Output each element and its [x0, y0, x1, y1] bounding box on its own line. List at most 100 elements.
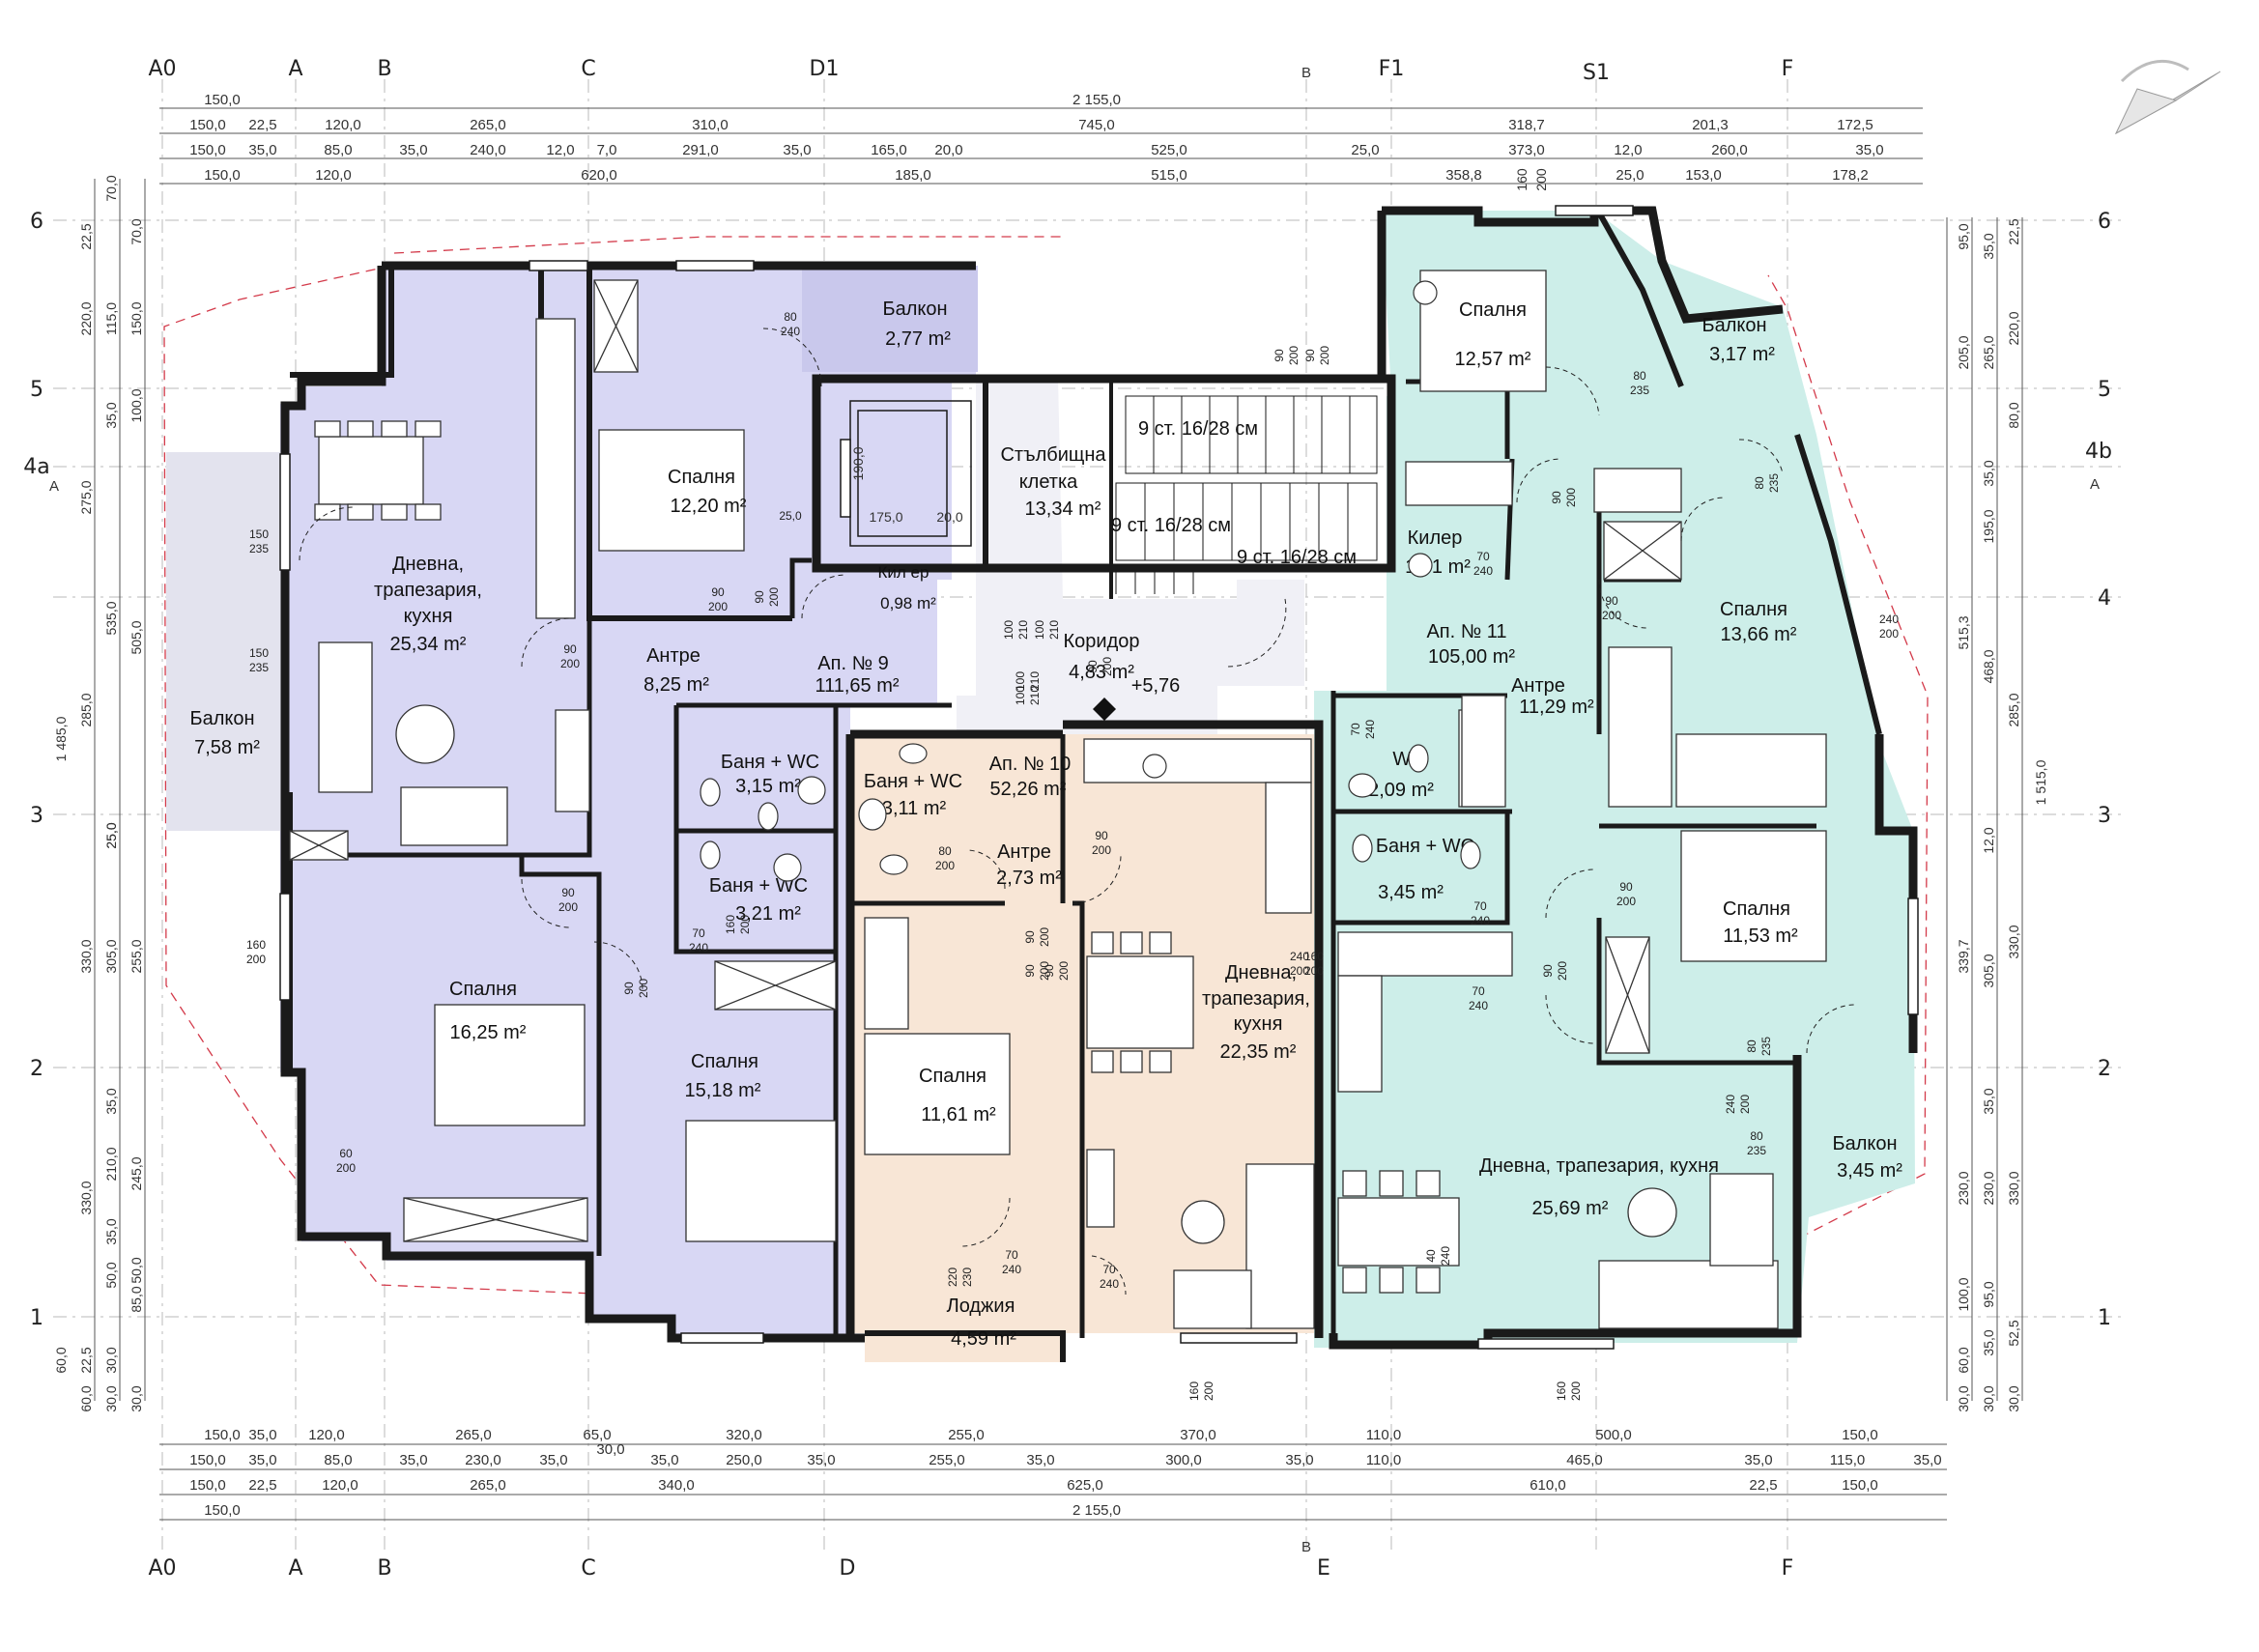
dimension-text: 70,0: [129, 218, 144, 244]
sanitary-fixtures: [700, 280, 1481, 882]
room-name: Спалня: [668, 467, 735, 488]
door-width: 150: [249, 527, 269, 541]
apartment-area: 111,65 m²: [815, 675, 899, 697]
door-width: 100: [1002, 620, 1015, 640]
axis-label: B: [377, 1556, 391, 1581]
axis-label: 4a: [23, 455, 49, 479]
apartment-area: 105,00 m²: [1428, 646, 1515, 668]
dimension-text: 330,0: [78, 1181, 94, 1214]
dimension-text: 85,0: [324, 1452, 352, 1468]
dimension-text: 150,0: [204, 1427, 241, 1443]
toilet-icon: [1352, 834, 1373, 863]
door-height: 235: [1630, 384, 1649, 397]
door-width: 220: [946, 1267, 959, 1287]
dimension-text: 12,0: [1614, 142, 1642, 158]
dimension-text: 52,5: [2006, 1320, 2021, 1346]
door-width: 70: [1472, 984, 1485, 998]
door-height: 200: [1738, 1095, 1752, 1114]
tv-unit-10: [1086, 1149, 1115, 1228]
door-height: 200: [560, 657, 580, 670]
door-height: 210: [1016, 620, 1030, 640]
top-dimensions: 150,0 2 155,0 150,0 22,5 120,0 265,0 310…: [189, 92, 1883, 191]
dimension-text: 30,0: [103, 1347, 119, 1373]
dimension-text: 330,0: [78, 939, 94, 973]
room-area: 2,73 m²: [996, 868, 1062, 889]
dimension-text: 265,0: [455, 1427, 492, 1443]
door-width: 160: [1304, 950, 1324, 963]
dimension-text: 230,0: [465, 1452, 501, 1468]
room-area: 7,58 m²: [194, 737, 260, 758]
dimension-text: 358,8: [1445, 167, 1482, 184]
door-width: 70: [1102, 1263, 1116, 1276]
furniture-apartment-10: [864, 738, 1315, 1329]
axis-label: 4b: [2085, 440, 2112, 464]
door-width: 90: [1541, 964, 1555, 978]
dimension-text: 65,0: [583, 1427, 611, 1443]
dining-table-10: [1086, 955, 1194, 1049]
dimension-text: 255,0: [129, 939, 144, 973]
dimension-text: 35,0: [1981, 1329, 1996, 1355]
dimension-text: 245,0: [129, 1156, 144, 1190]
lift-dimension: 175,0: [869, 509, 902, 525]
axis-label: A: [2090, 476, 2100, 493]
room-name: Килер: [1408, 527, 1463, 549]
room-area: 11,29 m²: [1519, 697, 1594, 718]
dimension-text: 35,0: [399, 1452, 427, 1468]
axis-label: 6: [2098, 210, 2111, 234]
axis-label: E: [1317, 1556, 1330, 1581]
dimension-text: 22,5: [78, 223, 94, 249]
axis-labels-top: A0 A B C D1 B F1 S1 F: [148, 57, 1793, 85]
dimension-text: 285,0: [78, 693, 94, 726]
bed-12: [598, 429, 745, 552]
door-width: 90: [563, 642, 577, 656]
room-labels-apartment-11: Спалня 12,57 m² Балкон 3,17 m² Килер 1,5…: [1368, 299, 1902, 1219]
room-area: 3,15 m²: [735, 776, 801, 797]
door-width: 160: [1187, 1381, 1201, 1401]
axis-label: 1: [30, 1306, 43, 1330]
room-name: кухня: [1234, 1013, 1283, 1035]
door-height: 200: [1290, 964, 1309, 978]
door-width: 80: [1745, 1040, 1759, 1053]
dimension-text: 505,0: [129, 620, 144, 654]
dimension-text: 35,0: [399, 142, 427, 158]
dimension-text: 22,5: [2006, 218, 2021, 244]
dimension-lines: [94, 107, 2023, 1521]
apartment-number: Ап. № 9: [817, 653, 888, 674]
dimension-text: 35,0: [1981, 1088, 1996, 1114]
dimension-text: 22,5: [1749, 1477, 1777, 1494]
dimension-text: 35,0: [650, 1452, 678, 1468]
sofa-11: [1598, 1260, 1779, 1329]
door-height: 200: [1287, 346, 1301, 365]
washing-machine-icon: [1142, 754, 1167, 779]
dimension-text: 35,0: [248, 1427, 276, 1443]
door-width: 90: [561, 886, 575, 899]
corridor-fill: [957, 377, 1304, 734]
door-width: 90: [1605, 594, 1618, 608]
dimension-text: 220,0: [78, 301, 94, 335]
dimension-text: 35,0: [103, 1218, 119, 1244]
door-width: 160: [246, 938, 266, 952]
door-width: 90: [1086, 660, 1100, 673]
door-height: 210: [1028, 671, 1042, 691]
apartment-9-balcony-fill: [166, 452, 285, 831]
dimension-text: 300,0: [1165, 1452, 1202, 1468]
dimension-text: 25,0: [103, 822, 119, 848]
door-height: 240: [1469, 999, 1488, 1012]
door-height: 200: [1879, 627, 1899, 641]
room-name: Антре: [997, 841, 1051, 863]
dimension-text: 110,0: [1366, 1427, 1401, 1443]
axis-label: 3: [30, 804, 43, 828]
room-name: Балкон: [189, 708, 254, 729]
room-name: Дневна,: [1225, 962, 1297, 983]
dimension-text: 230,0: [1981, 1171, 1996, 1205]
bed-12-57: [1419, 270, 1547, 392]
